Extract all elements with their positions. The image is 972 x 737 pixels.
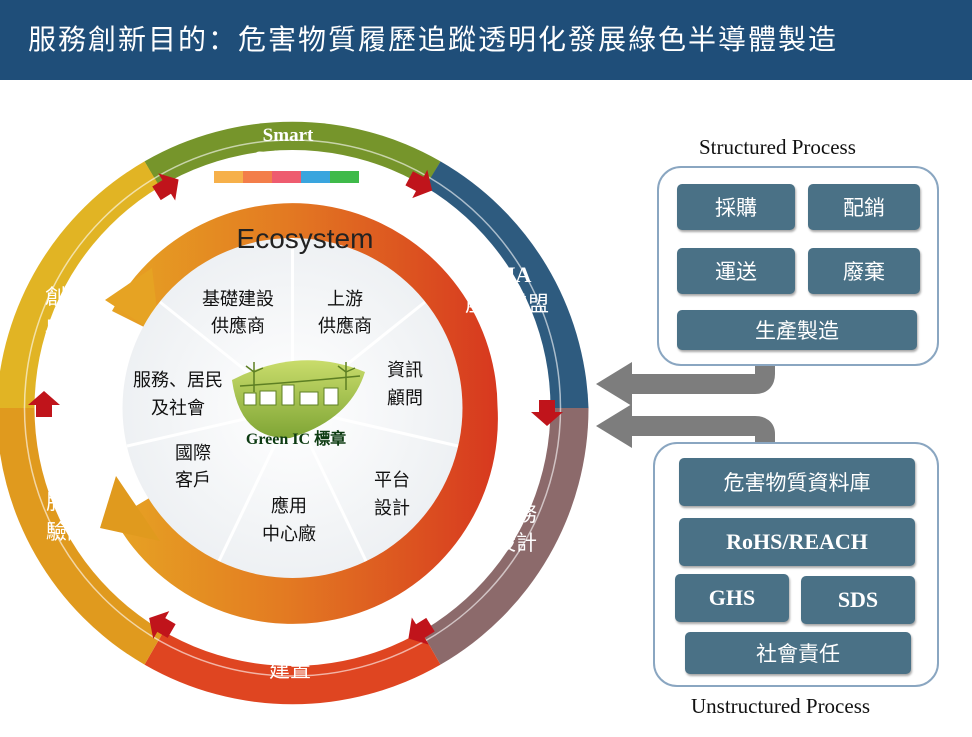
structured-process-label: Structured Process xyxy=(699,135,856,159)
segment-platform-line1: 平台 xyxy=(374,470,410,491)
segment-consultant-line1: 資訊 xyxy=(387,360,423,381)
process-box-social-responsibility: 社會責任 xyxy=(685,632,911,674)
color-bar-segment xyxy=(301,171,330,183)
ring-label-verify-line2: 驗證 xyxy=(46,520,88,544)
process-box-sds: SDS xyxy=(801,576,915,624)
ring-label-model-line1: 創新 xyxy=(45,285,87,309)
process-box-rohs-reach: RoHS/REACH xyxy=(679,518,915,566)
segment-upstream-line2: 供應商 xyxy=(318,315,372,337)
smart-solution-color-bar xyxy=(214,171,359,183)
ecosystem-diagram: Smart Solution SMA 產業聯盟 服務 設計 服務 建置 服務 驗… xyxy=(0,121,775,705)
process-box-transport: 運送 xyxy=(677,248,795,294)
ring-arrow-6 xyxy=(28,391,60,417)
segment-community-line1: 服務、居民 xyxy=(133,370,223,391)
ecosystem-arrow-head-lower xyxy=(100,476,160,541)
ring-label-design-line2: 設計 xyxy=(495,531,537,555)
unstructured-process-label: Unstructured Process xyxy=(691,694,871,718)
ring-arrow-5 xyxy=(149,611,176,639)
segment-infrastructure-line1: 基礎建設 xyxy=(202,289,274,310)
connector-arrow-unstructured xyxy=(632,416,775,444)
ecosystem-ring-top xyxy=(112,203,498,406)
connector-arrow-structured-head xyxy=(596,362,632,406)
ring-label-sma-line2: 產業聯盟 xyxy=(465,292,549,316)
segment-infrastructure-line2: 供應商 xyxy=(211,315,265,337)
ring-arrow-1 xyxy=(152,173,179,201)
ring-label-verify-line1: 服務 xyxy=(46,490,88,514)
ring-arrow-3 xyxy=(531,400,563,426)
segment-intl-customer-line2: 客戶 xyxy=(175,470,211,491)
ecosystem-arrow-head-upper xyxy=(105,268,160,336)
ecosystem-ring-bottom xyxy=(114,406,498,624)
ring-label-smart-line2: Solution xyxy=(254,148,322,169)
process-box-distribution: 配銷 xyxy=(808,184,920,230)
segment-center-factory-line1: 應用 xyxy=(271,495,307,517)
ring-label-smart-line1: Smart xyxy=(263,125,314,146)
ring-label-build-line2: 建置 xyxy=(269,658,311,682)
segment-platform-line2: 設計 xyxy=(374,498,410,519)
color-bar-segment xyxy=(243,171,272,183)
ring-label-build-line1: 服務 xyxy=(269,627,311,651)
ring-label-design-line1: 服務 xyxy=(495,502,537,526)
segment-intl-customer-line1: 國際 xyxy=(175,443,211,464)
ring-arrow-4 xyxy=(408,617,435,645)
process-box-ghs: GHS xyxy=(675,574,789,622)
segment-center-factory-line2: 中心廠 xyxy=(262,523,316,545)
ecosystem-label: Ecosystem xyxy=(237,223,374,254)
segment-consultant-line2: 顧問 xyxy=(387,388,423,409)
segment-upstream-line1: 上游 xyxy=(327,289,363,310)
ring-label-sma-line1: SMA xyxy=(483,262,532,287)
color-bar-segment xyxy=(330,171,359,183)
ring-label-model-line2: 典範 xyxy=(45,316,87,340)
process-box-hazard-database: 危害物質資料庫 xyxy=(679,458,915,506)
process-box-procurement: 採購 xyxy=(677,184,795,230)
connector-arrow-structured xyxy=(632,352,775,394)
green-ic-badge-label: Green IC 標章 xyxy=(246,429,346,448)
process-box-manufacturing: 生產製造 xyxy=(677,310,917,350)
ring-arrow-2 xyxy=(405,169,433,199)
green-ic-leaf-icon xyxy=(232,360,365,439)
segment-community-line2: 及社會 xyxy=(151,398,205,419)
unstructured-process-panel: 危害物質資料庫 RoHS/REACH GHS SDS 社會責任 xyxy=(653,442,939,687)
color-bar-segment xyxy=(272,171,301,183)
structured-process-panel: 採購 配銷 運送 廢棄 生產製造 xyxy=(657,166,939,366)
page-title: 服務創新目的：危害物質履歷追蹤透明化發展綠色半導體製造 xyxy=(0,0,972,80)
connector-arrow-unstructured-head xyxy=(596,404,632,448)
color-bar-segment xyxy=(214,171,243,183)
process-box-disposal: 廢棄 xyxy=(808,248,920,294)
